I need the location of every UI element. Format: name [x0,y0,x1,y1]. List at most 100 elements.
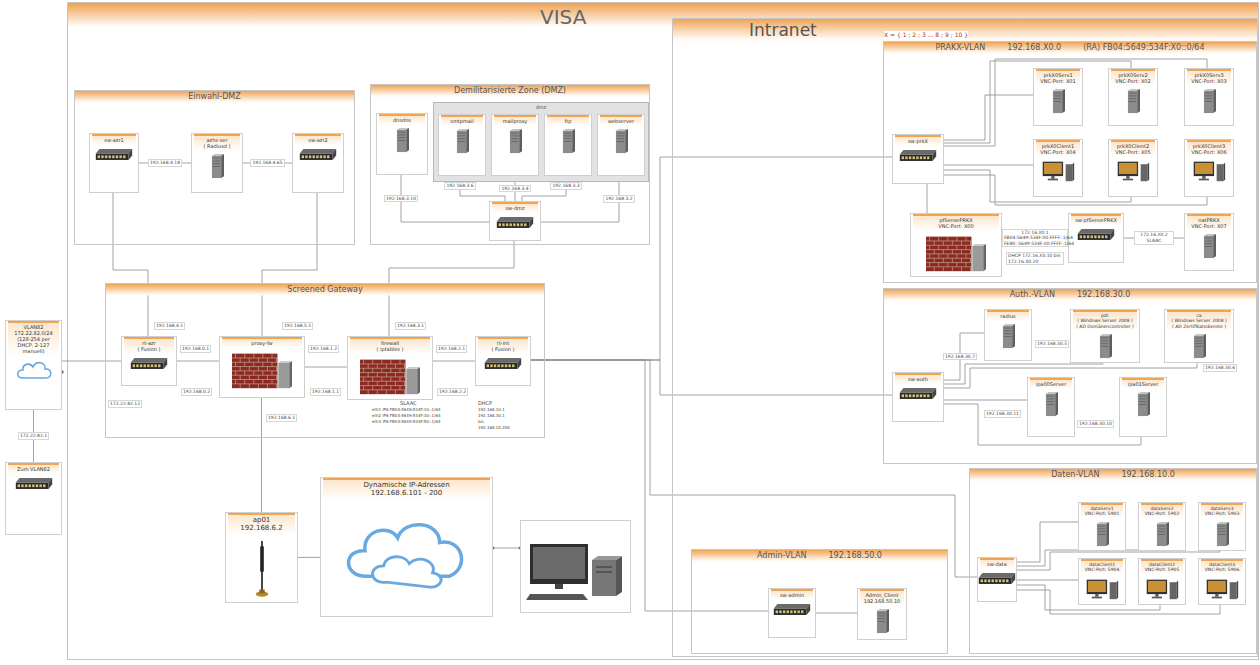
shape-rect [327,155,329,158]
node-text: 192.168.30.0 [1077,290,1130,299]
device-icon [298,147,338,162]
device-box: sw-azr2 [292,133,344,193]
shape-polygon [933,388,937,399]
drive-bay [596,571,612,573]
shape-line [929,237,930,241]
node-text: dataServ1 [1082,506,1122,511]
shape-rect [28,484,30,487]
shape-line [368,381,369,385]
shape-line [926,240,971,241]
shape-rect [877,615,884,617]
node-header: Screened Gateway [106,284,544,297]
shape-line [240,375,241,379]
node-text: ( Windows Server 2008 ) [1168,318,1230,323]
shape-polygon [1213,89,1216,113]
node-header: dataClient1VNC-Port: 5904 [1081,559,1123,575]
shape-line [377,390,378,394]
node-header: sw-auth [895,373,941,384]
shape-rect [1105,235,1107,238]
edge-label: 192.168.3.4 [499,185,530,193]
shape-rect [517,223,519,226]
note-text: eth2 IP6 FB04:5649:534F:30::1/64 [372,413,441,418]
shape-rect [563,132,570,134]
shape-rect [900,155,933,161]
shape-rect [512,364,514,367]
shape-rect [1195,163,1213,174]
shape-line [929,263,930,267]
shape-line [249,358,250,362]
shape-rect [457,138,464,140]
shape-rect [116,155,118,158]
device-box: ap01192.168.6.2 [225,512,298,603]
shape-rect [1003,336,1010,338]
device-box: sw-admin [768,588,816,638]
shape-rect [497,222,530,228]
device-icon [1041,159,1075,183]
shape-line [926,258,971,259]
node-text: Admin-VLAN [757,551,806,560]
device-box: firewall( iptables ) [347,336,433,400]
shape-rect [905,394,907,397]
shape-line [363,386,364,390]
node-text: VNC-Port: 5906 [1202,567,1242,572]
shape-rect [35,484,37,487]
shape-rect [320,155,322,158]
shape-rect [1098,235,1100,238]
shape-rect [877,612,884,614]
shape-rect [1048,179,1058,181]
shape-rect [1148,581,1166,592]
shape-line [240,384,241,388]
shape-line [253,371,254,375]
shape-polygon [466,129,469,153]
shape-rect [510,132,517,134]
node-text: ap01 [229,516,294,524]
shape-rect [902,394,904,397]
shape-rect [1217,164,1224,181]
shape-rect [909,394,911,397]
network-link [944,363,1103,384]
node-header: ftp [547,115,589,126]
node-header: ca( Windows Server 2008 )( AD Zertifikat… [1167,310,1231,331]
node-text: VNC-Port: X06 [1188,149,1230,155]
shape-rect [1128,92,1135,94]
node-header: prkX0Serv3VNC-Port: X03 [1187,69,1231,86]
shape-line [276,358,277,362]
device-icon [1201,88,1218,114]
shape-rect [1123,179,1133,181]
shape-rect [1230,582,1237,599]
device-icon [1191,333,1208,359]
shape-polygon [1012,573,1016,584]
shape-line [386,381,387,385]
shape-polygon [129,149,133,160]
device-box: prkX0Client3VNC-Port: X06 [1184,139,1234,197]
shape-line [381,386,382,390]
node-text: Demilitarisierte Zone (DMZ) [454,86,566,95]
node-text: sw-dmz [493,205,537,211]
edge-label: 192.168.3.2 [603,195,634,203]
shape-rect [1119,163,1137,174]
shape-rect [396,130,405,152]
node-text: prkX0Client2 [1112,143,1154,149]
shape-polygon [983,244,986,271]
node-header: dmz [434,103,648,111]
device-icon [1135,391,1152,417]
ip-label: 192.168.30.11 [984,410,1021,418]
shape-rect [123,155,125,158]
shape-line [966,237,967,241]
node-text: pdc [1074,313,1136,318]
node-text: VNC-Port: X05 [1112,149,1154,155]
ip-label: 192.168.30.10 [1077,420,1114,428]
edge-label: 192.168.4.18 [148,159,182,167]
shape-line [390,360,391,364]
node-text: ( Radiusd ) [195,143,239,149]
device-box: prkX0Serv2VNC-Port: X02 [1108,68,1158,126]
shape-rect [1212,596,1222,598]
shape-line [360,372,405,373]
node-text: ipa01Server [1123,381,1163,387]
edge-label: 172.16.X0.1 FB04:5649:534F:X0:FFFF::1/64… [1002,229,1068,248]
shape-polygon [933,150,937,161]
shape-line [360,368,405,369]
shape-rect [1138,401,1145,403]
shape-line [956,245,957,249]
network-zone: Auth.-VLAN192.168.30.0sw-authradiuspdc( … [883,288,1257,464]
